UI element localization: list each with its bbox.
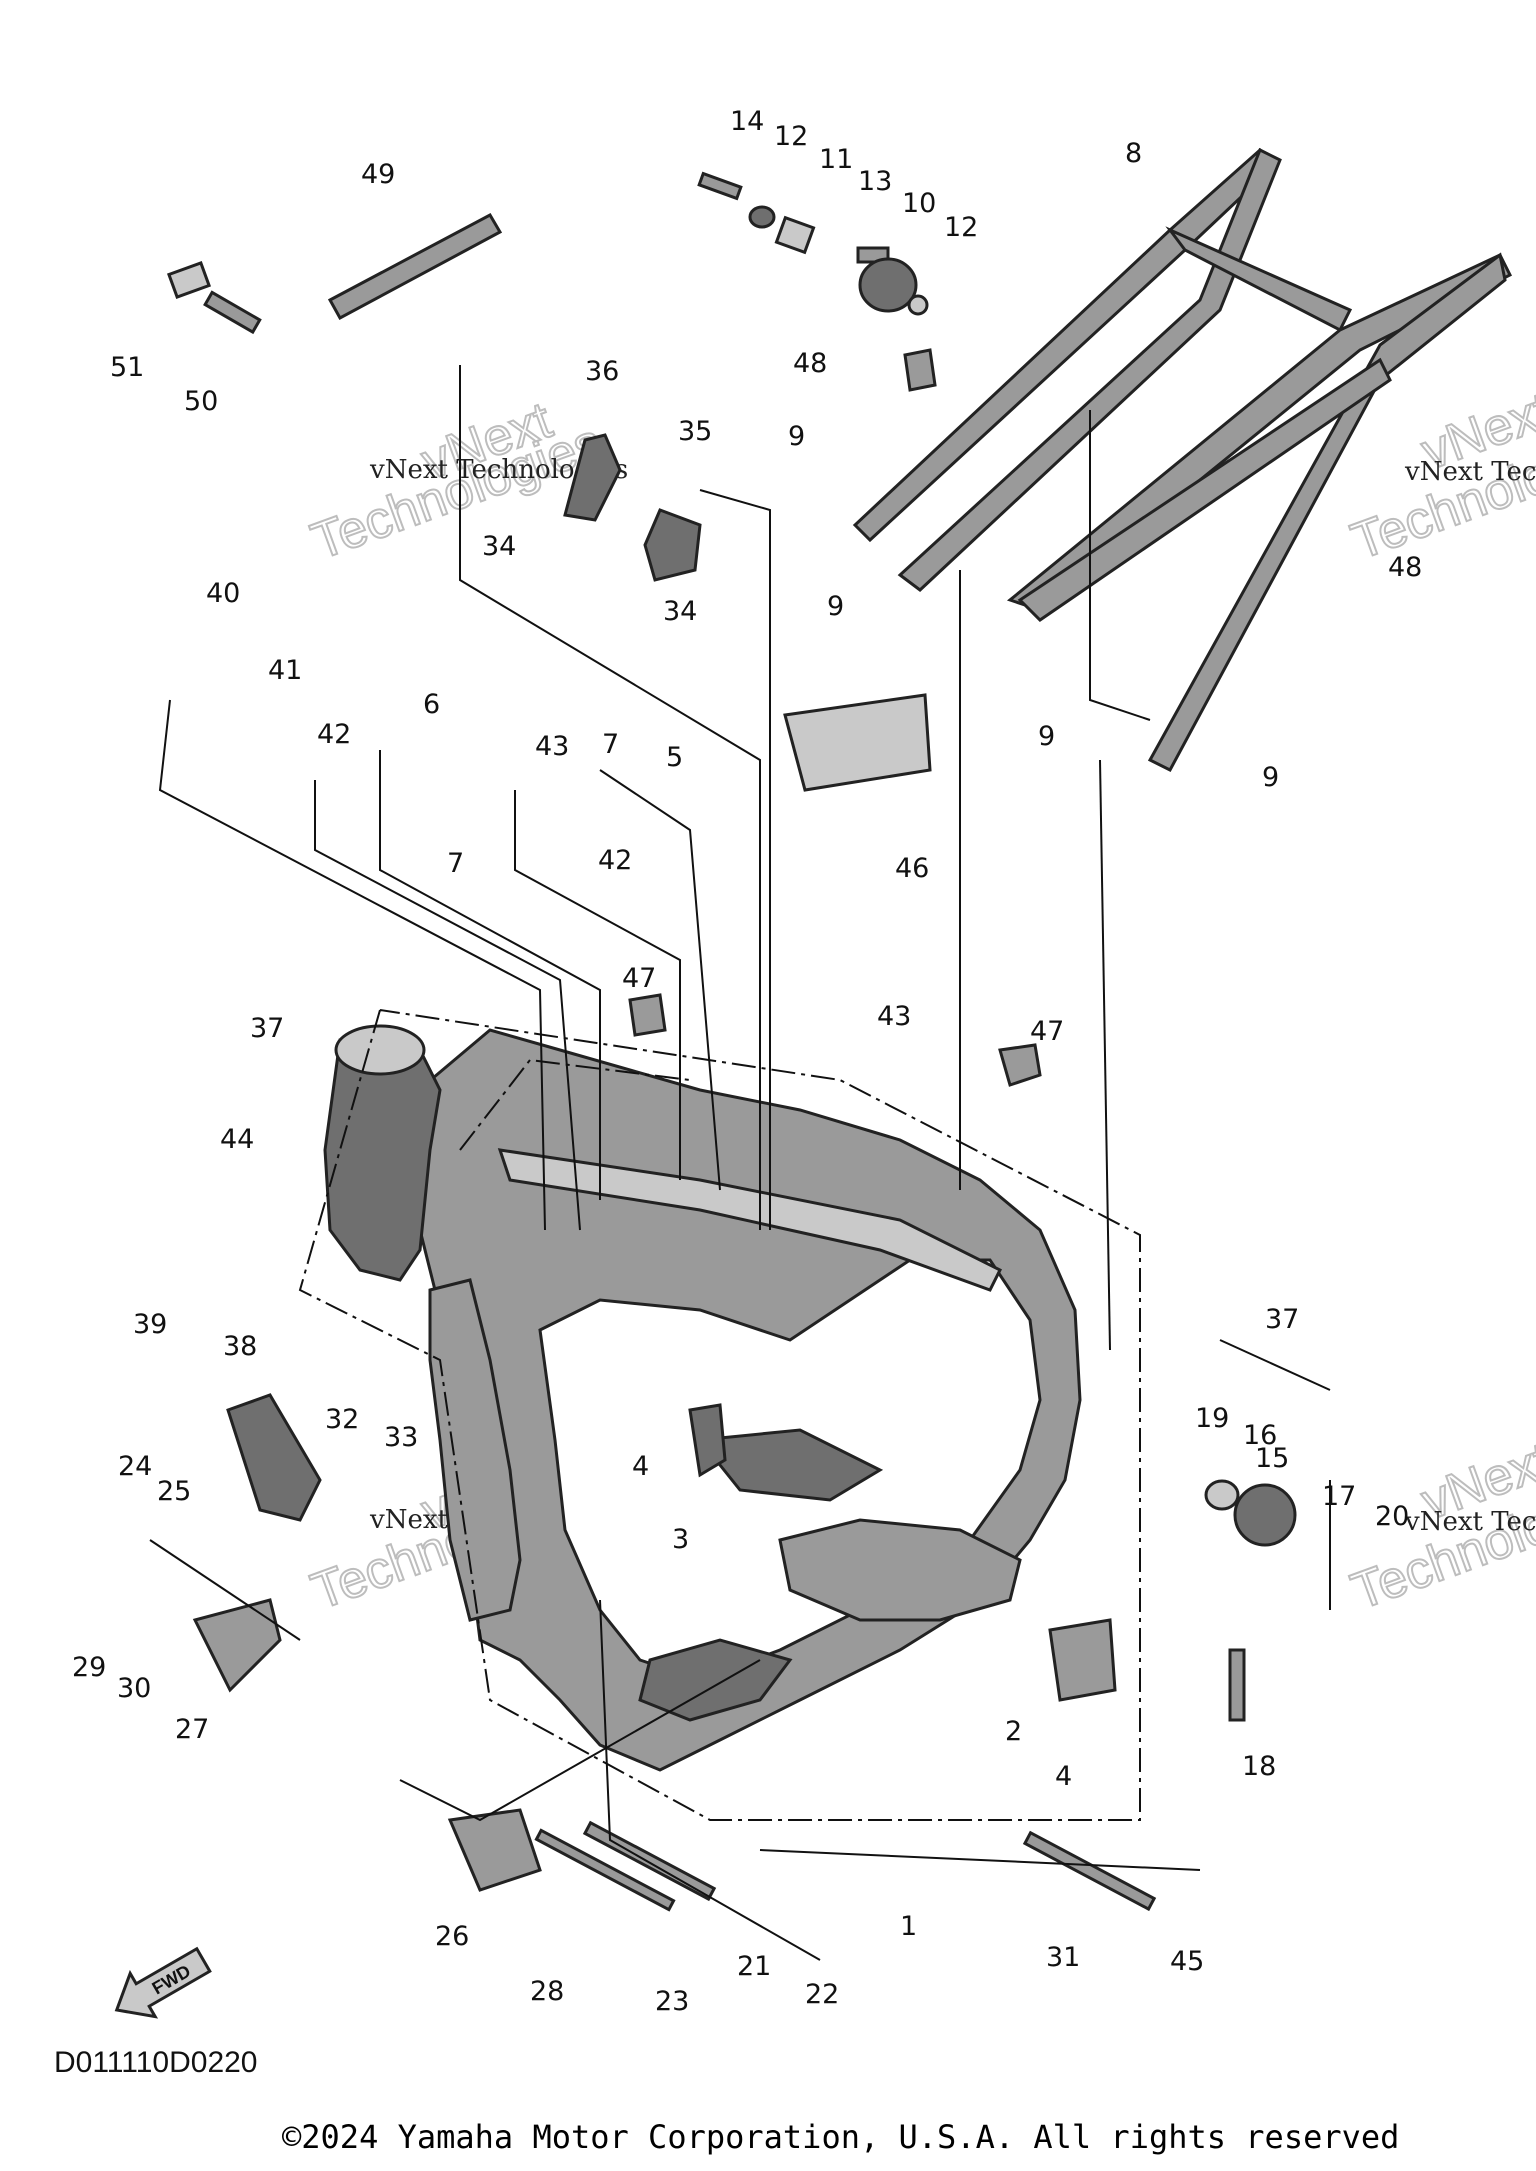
callout-9d: 9	[1262, 762, 1279, 793]
callout-12b: 12	[944, 212, 978, 243]
copyright-notice: ©2024 Yamaha Motor Corporation, U.S.A. A…	[282, 2118, 1400, 2156]
callout-51: 51	[110, 352, 144, 383]
callout-49: 49	[361, 159, 395, 190]
callout-10: 10	[902, 188, 936, 219]
callout-5: 5	[666, 742, 683, 773]
watermark-text-4: vNext Technologies	[1404, 1507, 1536, 1537]
callout-47b: 47	[1030, 1016, 1064, 1047]
callout-6: 6	[423, 689, 440, 720]
callout-22: 22	[805, 1979, 839, 2010]
callout-39: 39	[133, 1309, 167, 1340]
callout-46: 46	[895, 853, 929, 884]
callout-29: 29	[72, 1652, 106, 1683]
callout-37b: 37	[1265, 1304, 1299, 1335]
callout-36: 36	[585, 356, 619, 387]
watermark-text-2: vNext Technologies	[1404, 457, 1536, 487]
callout-20: 20	[1375, 1501, 1409, 1532]
callout-15: 15	[1255, 1443, 1289, 1474]
callout-40: 40	[206, 578, 240, 609]
callout-13: 13	[858, 166, 892, 197]
callout-23: 23	[655, 1986, 689, 2017]
callout-14: 14	[730, 106, 764, 137]
callout-35: 35	[678, 416, 712, 447]
callout-2: 2	[1005, 1716, 1022, 1747]
leader-lines	[149, 365, 1331, 1961]
callout-26: 26	[435, 1921, 469, 1952]
callout-7a: 7	[602, 729, 619, 760]
callout-37a: 37	[250, 1013, 284, 1044]
callout-16: 16	[1243, 1420, 1277, 1451]
callout-44: 44	[220, 1124, 254, 1155]
callout-42a: 42	[317, 719, 351, 750]
callout-17: 17	[1322, 1481, 1356, 1512]
callout-9b: 9	[827, 591, 844, 622]
callout-42b: 42	[598, 845, 632, 876]
callout-28: 28	[530, 1976, 564, 2007]
callout-38: 38	[223, 1331, 257, 1362]
callout-31: 31	[1046, 1942, 1080, 1973]
callout-4a: 4	[632, 1451, 649, 1482]
callout-43b: 43	[877, 1001, 911, 1032]
callout-4b: 4	[1055, 1761, 1072, 1792]
callout-43a: 43	[535, 731, 569, 762]
callout-8: 8	[1125, 138, 1142, 169]
callout-27: 27	[175, 1714, 209, 1745]
callout-41: 41	[268, 655, 302, 686]
main-frame	[323, 1024, 1082, 1772]
loose-parts	[166, 171, 1297, 1912]
callout-32: 32	[325, 1404, 359, 1435]
callout-48b: 48	[1388, 552, 1422, 583]
callout-25: 25	[157, 1476, 191, 1507]
callout-11: 11	[819, 144, 853, 175]
callout-30: 30	[117, 1673, 151, 1704]
callout-47a: 47	[622, 963, 656, 994]
callout-labels: 1 2 3 4 4 5 6 7 7 8 9 9 9 9 10 11 12 12 …	[72, 106, 1422, 2017]
callout-12a: 12	[774, 121, 808, 152]
callout-45: 45	[1170, 1946, 1204, 1977]
callout-1: 1	[900, 1911, 917, 1942]
assembly-outlines	[298, 1009, 1141, 1821]
callout-50: 50	[184, 386, 218, 417]
rear-subframe	[852, 147, 1513, 772]
callout-48a: 48	[793, 348, 827, 379]
callout-18: 18	[1242, 1751, 1276, 1782]
callout-19: 19	[1195, 1403, 1229, 1434]
callout-9a: 9	[788, 421, 805, 452]
fwd-arrow: FWD	[114, 1946, 212, 2019]
callout-33: 33	[384, 1422, 418, 1453]
diagram-code: D011110D0220	[54, 2046, 258, 2079]
callout-21: 21	[737, 1951, 771, 1982]
callout-34b: 34	[663, 596, 697, 627]
part-49-shape	[327, 213, 503, 321]
callout-34a: 34	[482, 531, 516, 562]
callout-7b: 7	[447, 848, 464, 879]
callout-9c: 9	[1038, 721, 1055, 752]
callout-3: 3	[672, 1524, 689, 1555]
callout-24: 24	[118, 1451, 152, 1482]
